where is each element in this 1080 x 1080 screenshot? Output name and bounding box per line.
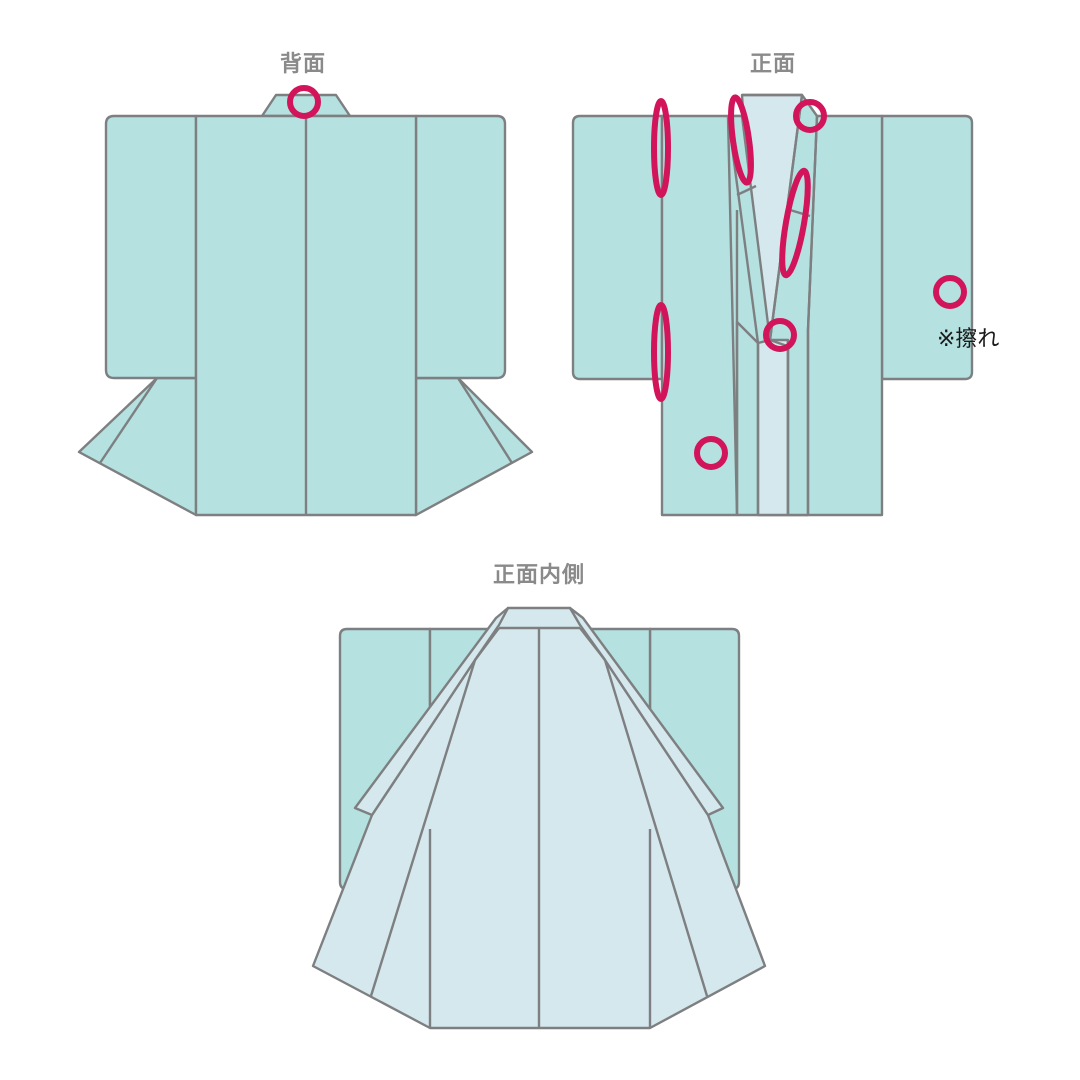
- damage-markers: [287, 85, 967, 470]
- damage-marker-front-left-seam-lower: [651, 302, 671, 402]
- inside-left-collar: [353, 606, 510, 817]
- damage-marker-front-collar-join: [763, 318, 797, 352]
- front-right-sleeve: [880, 114, 974, 381]
- back-left-sleeve: [104, 114, 198, 380]
- damage-marker-front-hem: [694, 436, 728, 470]
- damage-marker-front-right-collar-top: [793, 99, 827, 133]
- abrasion-note: ※擦れ: [937, 327, 1000, 352]
- back-left-skirt: [77, 376, 198, 517]
- back-right-sleeve: [414, 114, 507, 380]
- front-left-sleeve: [571, 114, 664, 381]
- front-view: [571, 93, 974, 517]
- damage-marker-front-left-seam-upper: [651, 98, 671, 198]
- front-view-title: 正面: [749, 52, 797, 77]
- damage-marker-front-left-collar: [728, 94, 754, 186]
- damage-marker-front-right-collar: [779, 167, 811, 279]
- back-right-skirt: [414, 376, 534, 517]
- inside-view: [311, 606, 767, 1030]
- inside-view-title: 正面内側: [492, 563, 586, 588]
- damage-marker-front-right-sleeve: [933, 275, 967, 309]
- inside-right-collar: [568, 606, 725, 817]
- damage-marker-back-collar: [287, 85, 321, 119]
- back-view-title: 背面: [279, 52, 327, 77]
- back-view: [77, 93, 534, 517]
